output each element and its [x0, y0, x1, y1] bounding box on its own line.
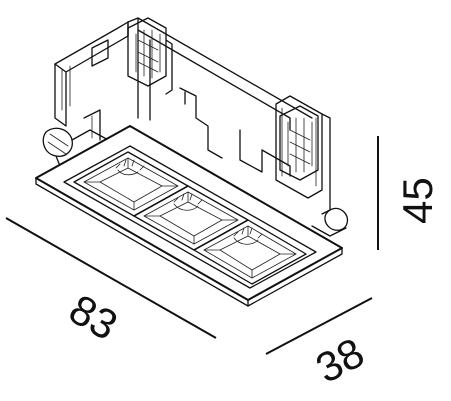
right-spring-clip	[279, 105, 319, 181]
mounting-housing	[54, 17, 349, 237]
light-cell-3	[203, 225, 297, 279]
light-cell-1	[83, 157, 179, 211]
width-dimension-line	[265, 297, 373, 355]
left-spring-clip	[127, 17, 173, 95]
length-label: 83	[62, 285, 126, 349]
width-label: 38	[308, 329, 371, 392]
length-dimension-line	[5, 217, 217, 339]
dimension-width: 38	[265, 297, 373, 392]
dimension-height: 45	[377, 136, 441, 250]
light-module-cells	[73, 151, 307, 285]
light-cell-2	[143, 191, 239, 245]
height-label: 45	[394, 177, 441, 224]
